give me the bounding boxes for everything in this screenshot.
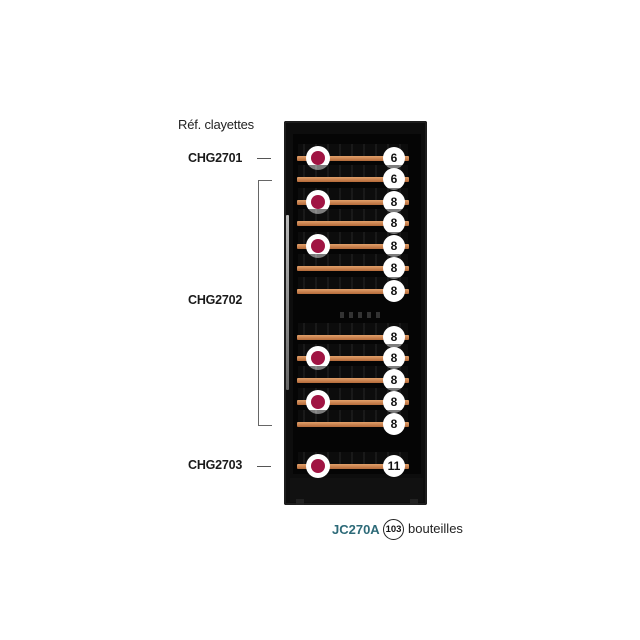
shelf-capacity-badge: 8 xyxy=(383,413,405,435)
shelf xyxy=(297,378,409,383)
model-name: JC270A xyxy=(332,522,380,537)
shelf xyxy=(297,244,409,249)
shelf-reference-heading: Réf. clayettes xyxy=(178,117,254,132)
ref-label-chg2703: CHG2703 xyxy=(188,458,243,472)
bottle-row xyxy=(298,277,408,291)
cabinet-foot-left xyxy=(296,499,304,505)
shelf-capacity-badge: 8 xyxy=(383,191,405,213)
shelf-capacity-badge: 6 xyxy=(383,168,405,190)
ref-label-chg2702: CHG2702 xyxy=(188,293,243,307)
cabinet-foot-right xyxy=(410,499,418,505)
ref-label-chg2701: CHG2701 xyxy=(188,151,243,165)
ref-bracket-chg2702 xyxy=(258,180,272,426)
shelf-capacity-badge: 8 xyxy=(383,257,405,279)
shelf-capacity-badge: 8 xyxy=(383,347,405,369)
bottle-row xyxy=(298,366,408,380)
bottle-row xyxy=(298,410,408,424)
sliding-shelf-marker-icon xyxy=(306,454,330,478)
shelf-capacity-badge: 11 xyxy=(383,455,405,477)
shelf xyxy=(297,221,409,226)
bottle-row xyxy=(298,323,408,337)
shelf xyxy=(297,289,409,294)
shelf-capacity-badge: 6 xyxy=(383,147,405,169)
shelf-capacity-badge: 8 xyxy=(383,212,405,234)
total-bottles-badge: 103 xyxy=(383,519,404,540)
shelf xyxy=(297,156,409,161)
shelf xyxy=(297,266,409,271)
bottles-label: bouteilles xyxy=(408,521,463,536)
shelf-capacity-badge: 8 xyxy=(383,391,405,413)
shelf-capacity-badge: 8 xyxy=(383,235,405,257)
shelf xyxy=(297,422,409,427)
ref-connector-chg2701 xyxy=(257,158,271,159)
shelf xyxy=(297,464,409,469)
shelf xyxy=(297,400,409,405)
shelf xyxy=(297,200,409,205)
shelf xyxy=(297,177,409,182)
bottle-row xyxy=(298,209,408,223)
bottle-row xyxy=(298,165,408,179)
shelf-capacity-badge: 8 xyxy=(383,369,405,391)
door-handle xyxy=(286,215,289,390)
control-display xyxy=(340,312,380,318)
ref-connector-chg2703 xyxy=(257,466,271,467)
shelf-capacity-badge: 8 xyxy=(383,280,405,302)
shelf xyxy=(297,356,409,361)
cabinet-base xyxy=(290,478,423,502)
shelf xyxy=(297,335,409,340)
shelf-capacity-badge: 8 xyxy=(383,326,405,348)
bottle-row xyxy=(298,254,408,268)
